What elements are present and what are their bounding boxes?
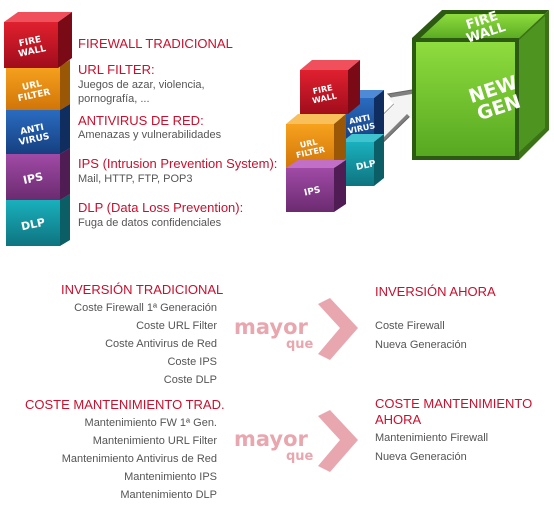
svg-text:FIRE: FIRE [18, 35, 42, 49]
svg-text:URL: URL [299, 137, 318, 149]
feature-desc-urlfilter-1: Juegos de azar, violencia, [78, 79, 205, 91]
greater-than-icon [318, 410, 358, 472]
svg-text:DLP: DLP [20, 216, 46, 234]
cube-firewall-left: FIRE WALL [4, 12, 72, 68]
svg-text:IPS: IPS [303, 185, 321, 198]
mantenimiento-right-item-2: Nueva Generación [375, 451, 467, 463]
mantenimiento-right-title-1: COSTE MANTENIMIENTO [375, 396, 533, 411]
mantenimiento-right-item-1: Mantenimiento Firewall [375, 432, 489, 444]
mantenimiento-mayor: mayor [234, 427, 308, 451]
feature-desc-dlp-1: Fuga de datos confidenciales [78, 217, 222, 229]
feature-title-dlp: DLP (Data Loss Prevention): [78, 200, 244, 215]
mantenimiento-left-item-4: Mantenimiento IPS [124, 471, 217, 483]
svg-text:ANTI: ANTI [348, 113, 371, 126]
feature-title-antivirus: ANTIVIRUS DE RED: [78, 113, 204, 128]
cube-dlp-left: DLP [6, 194, 70, 246]
greater-than-icon [318, 298, 358, 360]
mantenimiento-comparator: mayor que [232, 410, 362, 474]
inversion-left-item-2: Coste URL Filter [136, 320, 217, 332]
cube-urlfilter-mid: URL FILTER [286, 114, 346, 168]
svg-text:ANTI: ANTI [19, 123, 45, 138]
svg-text:IPS: IPS [22, 170, 44, 187]
mantenimiento-left-item-1: Mantenimiento FW 1ª Gen. [84, 417, 217, 429]
inversion-comparator: mayor que [232, 298, 362, 362]
inversion-left-item-4: Coste IPS [167, 356, 217, 368]
inversion-left-item-3: Coste Antivirus de Red [105, 338, 217, 350]
inversion-left-item-1: Coste Firewall 1ª Generación [74, 302, 217, 314]
inversion-right-item-1: Coste Firewall [375, 320, 445, 332]
inversion-right-item-2: Nueva Generación [375, 339, 467, 351]
svg-text:URL: URL [21, 79, 43, 93]
inversion-left-title: INVERSIÓN TRADICIONAL [61, 282, 224, 297]
cube-ips-left: IPS [6, 148, 70, 200]
feature-desc-urlfilter-2: pornografía, ... [78, 93, 150, 105]
mantenimiento-right-title-2: AHORA [375, 412, 422, 427]
mantenimiento-left-title: COSTE MANTENIMIENTO TRAD. [25, 397, 225, 412]
feature-desc-ips-1: Mail, HTTP, FTP, POP3 [78, 173, 193, 185]
inversion-que: que [286, 337, 314, 352]
mantenimiento-left-item-3: Mantenimiento Antivirus de Red [61, 453, 217, 465]
mantenimiento-left-item-2: Mantenimiento URL Filter [92, 435, 217, 447]
cube-firewall-mid: FIRE WALL [300, 60, 360, 114]
feature-title-ips: IPS (Intrusion Prevention System): [78, 156, 278, 171]
feature-title-urlfilter: URL FILTER: [78, 62, 155, 77]
mantenimiento-left-item-5: Mantenimiento DLP [120, 489, 217, 501]
mantenimiento-que: que [286, 449, 314, 464]
cube-newgen [412, 10, 549, 160]
svg-text:FIRE: FIRE [312, 83, 334, 96]
inversion-right-title: INVERSIÓN AHORA [375, 284, 496, 299]
cube-antivirus-left: ANTI VIRUS [6, 104, 70, 154]
inversion-mayor: mayor [234, 315, 308, 339]
feature-desc-antivirus-1: Amenazas y vulnerabilidades [78, 129, 222, 141]
svg-text:DLP: DLP [355, 159, 377, 173]
inversion-left-item-5: Coste DLP [163, 374, 217, 386]
cube-ips-mid: IPS [286, 160, 346, 212]
cube-dlp-mid: DLP [342, 134, 384, 186]
feature-title-firewall: FIREWALL TRADICIONAL [78, 36, 233, 51]
